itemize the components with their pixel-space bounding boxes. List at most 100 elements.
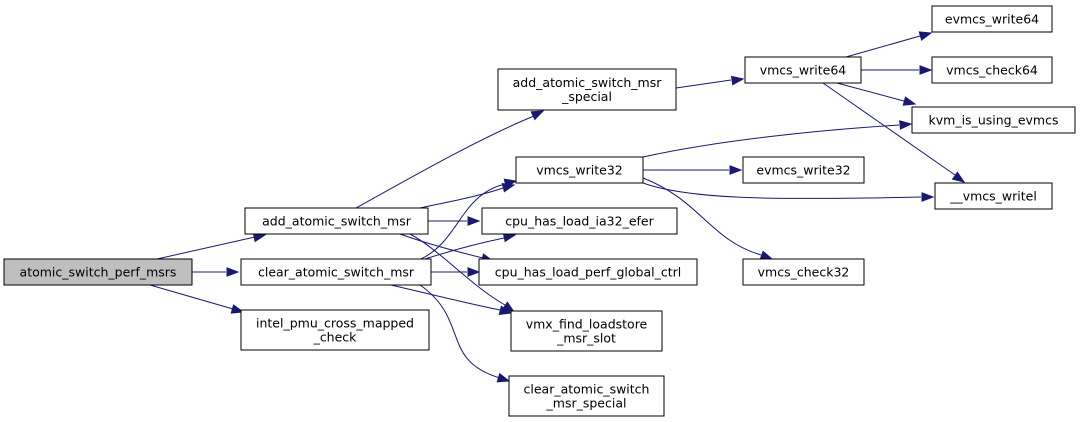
- edge-arrowhead: [951, 171, 966, 183]
- edge-add_atomic_switch_msr-to-cpu_has_load_ia32_efer: [428, 216, 481, 226]
- node-box: [510, 310, 663, 352]
- node-label: vmx_find_loadstore: [526, 317, 648, 332]
- nodes-layer: atomic_switch_perf_msrs add_atomic_switch…: [3, 5, 1076, 417]
- node-label: intel_pmu_cross_mapped: [256, 316, 414, 331]
- node-vmcs_write32[interactable]: vmcs_write32: [515, 156, 644, 184]
- node-box: [744, 56, 862, 84]
- node-clear_atomic_switch_msr_special[interactable]: clear_atomic_switch_msr_special: [508, 375, 665, 417]
- node-__vmcs_writel[interactable]: __vmcs_writel: [934, 182, 1053, 210]
- edge-clear_atomic_switch_msr-to-vmx_find_loadstore_msr_slot: [390, 284, 513, 315]
- node-label: cpu_has_load_perf_global_ctrl: [495, 265, 681, 280]
- node-box: [515, 156, 644, 184]
- node-label: _msr_slot: [556, 331, 616, 346]
- edge-arrowhead: [503, 178, 518, 189]
- edge-arrowhead: [467, 216, 481, 226]
- node-box: [497, 68, 677, 111]
- edge-line: [355, 115, 535, 209]
- node-atomic_switch_perf_msrs[interactable]: atomic_switch_perf_msrs: [3, 258, 193, 286]
- edge-line: [675, 79, 732, 89]
- node-vmcs_check64[interactable]: vmcs_check64: [931, 56, 1053, 84]
- edge-arrowhead: [902, 96, 917, 106]
- node-box: [934, 182, 1053, 210]
- node-box: [931, 56, 1053, 84]
- node-evmcs_write32[interactable]: evmcs_write32: [742, 156, 865, 184]
- edge-atomic_switch_perf_msrs-to-intel_pmu_cross_mapped_check: [149, 284, 245, 314]
- node-vmcs_check32[interactable]: vmcs_check32: [742, 258, 865, 286]
- edge-line: [642, 182, 922, 200]
- node-box: [478, 258, 698, 286]
- node-label: clear_atomic_switch_msr: [258, 265, 415, 280]
- edge-line: [156, 236, 256, 260]
- edge-atomic_switch_perf_msrs-to-clear_atomic_switch_msr: [192, 267, 240, 277]
- node-label: _msr_special: [546, 396, 627, 411]
- edge-clear_atomic_switch_msr-to-vmcs_write32: [420, 178, 518, 260]
- edge-line: [424, 237, 505, 260]
- node-label: evmcs_write64: [945, 12, 1039, 27]
- edge-vmcs_write64-to-kvm_is_using_evmcs: [836, 82, 917, 106]
- edge-line: [419, 187, 504, 209]
- edge-line: [420, 183, 506, 260]
- edge-arrowhead: [899, 120, 913, 130]
- edge-add_atomic_switch_msr_special-to-vmcs_write64: [675, 75, 745, 89]
- edge-vmcs_write64-to-evmcs_write64: [845, 31, 933, 58]
- edge-arrowhead: [467, 267, 481, 277]
- edge-arrowhead: [759, 250, 774, 260]
- edge-arrowhead: [496, 372, 511, 383]
- edge-line: [822, 82, 956, 176]
- edge-line: [419, 284, 501, 379]
- edge-vmcs_write32-to-kvm_is_using_evmcs: [642, 120, 913, 158]
- node-cpu_has_load_perf_global_ctrl[interactable]: cpu_has_load_perf_global_ctrl: [478, 258, 698, 286]
- edge-clear_atomic_switch_msr-to-cpu_has_load_perf_global_ctrl: [431, 267, 481, 277]
- node-box: [911, 106, 1076, 134]
- node-label: vmcs_write32: [536, 163, 623, 178]
- node-box: [931, 5, 1053, 33]
- node-label: kvm_is_using_evmcs: [929, 113, 1059, 128]
- edge-clear_atomic_switch_msr-to-clear_atomic_switch_msr_special: [419, 284, 511, 383]
- node-label: evmcs_write32: [756, 163, 850, 178]
- edge-line: [409, 233, 506, 306]
- edge-line: [149, 284, 234, 310]
- edge-arrowhead: [230, 304, 245, 314]
- node-box: [742, 156, 865, 184]
- edge-line: [836, 82, 905, 102]
- node-box: [240, 309, 430, 351]
- node-kvm_is_using_evmcs[interactable]: kvm_is_using_evmcs: [911, 106, 1076, 134]
- edge-arrowhead: [530, 110, 545, 121]
- node-box: [481, 207, 678, 235]
- node-clear_atomic_switch_msr[interactable]: clear_atomic_switch_msr: [240, 258, 432, 286]
- node-label: cpu_has_load_ia32_efer: [505, 214, 654, 229]
- node-evmcs_write64[interactable]: evmcs_write64: [931, 5, 1053, 33]
- node-label: _check: [313, 330, 358, 345]
- edge-atomic_switch_perf_msrs-to-add_atomic_switch_msr: [156, 232, 267, 260]
- node-add_atomic_switch_msr[interactable]: add_atomic_switch_msr: [244, 207, 429, 235]
- node-intel_pmu_cross_mapped_check[interactable]: intel_pmu_cross_mapped_check: [240, 309, 430, 351]
- edge-vmcs_write64-to-vmcs_check64: [861, 65, 933, 75]
- edge-arrowhead: [918, 31, 933, 41]
- node-add_atomic_switch_msr_special[interactable]: add_atomic_switch_msr_special: [497, 68, 677, 111]
- edge-line: [642, 124, 900, 158]
- node-label: __vmcs_writel: [949, 189, 1037, 204]
- edge-vmcs_write64-to-__vmcs_writel: [822, 82, 966, 183]
- node-box: [508, 375, 665, 417]
- node-label: clear_atomic_switch: [524, 382, 650, 397]
- node-vmcs_write64[interactable]: vmcs_write64: [744, 56, 862, 84]
- node-label: _special: [561, 89, 612, 104]
- node-vmx_find_loadstore_msr_slot[interactable]: vmx_find_loadstore_msr_slot: [510, 310, 663, 352]
- edge-arrowhead: [921, 192, 935, 202]
- node-box: [240, 258, 432, 286]
- edges-layer: [149, 31, 966, 383]
- edge-arrowhead: [729, 165, 743, 175]
- edge-arrowhead: [730, 75, 745, 86]
- edge-vmcs_write32-to-__vmcs_writel: [642, 182, 935, 202]
- edge-arrowhead: [226, 267, 240, 277]
- node-label: atomic_switch_perf_msrs: [20, 265, 177, 280]
- node-cpu_has_load_ia32_efer[interactable]: cpu_has_load_ia32_efer: [481, 207, 678, 235]
- edge-arrowhead: [498, 305, 513, 315]
- edge-add_atomic_switch_msr-to-add_atomic_switch_msr_special: [355, 110, 545, 209]
- node-label: vmcs_check64: [946, 63, 1038, 78]
- edge-line: [845, 35, 921, 58]
- edge-add_atomic_switch_msr-to-vmcs_write32: [419, 183, 516, 209]
- edge-vmcs_write32-to-evmcs_write32: [643, 165, 743, 175]
- edge-line: [390, 284, 501, 311]
- node-label: vmcs_write64: [760, 63, 847, 78]
